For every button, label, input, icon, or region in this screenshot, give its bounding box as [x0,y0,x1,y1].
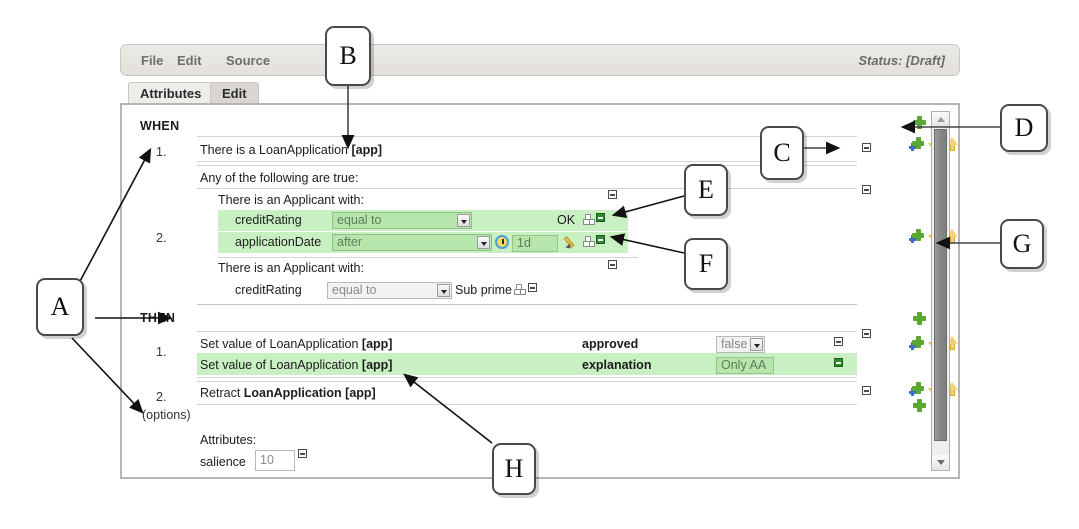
remove-pattern-1-button[interactable] [862,143,871,152]
chevron-down-icon [750,338,763,351]
add-below-pattern-1-button[interactable] [909,137,924,151]
constraint-2-field: applicationDate [235,235,322,249]
tab-attributes[interactable]: Attributes [128,82,214,104]
action-1-value-select[interactable]: false [716,336,765,353]
annotation-callout-f: F [684,238,728,290]
action-2-label: Set value of LoanApplication [200,358,362,372]
remove-attribute-button[interactable] [298,449,307,458]
add-below-action-1-button[interactable] [909,336,924,350]
when-row-number-1: 1. [156,145,167,159]
action-3-binding: LoanApplication [app] [243,386,376,400]
action-1-field: approved [582,337,639,351]
constraint-3-operator-value: equal to [332,283,377,297]
add-attribute-button[interactable] [913,399,926,412]
menu-item-source[interactable]: Source [226,53,271,68]
group-2-header: There is an Applicant with: [218,261,364,275]
chevron-down-icon [477,236,490,249]
action-1-label: Set value of LoanApplication [200,337,362,351]
composite-label: Any of the following are true: [200,171,359,185]
constraint-1-operator-select[interactable]: equal to [332,212,472,229]
action-1-text: Set value of LoanApplication [app] [200,337,392,351]
then-row-number-1: 1. [156,345,167,359]
remove-constraint-3-button[interactable] [528,283,537,292]
action-1-value: false [721,337,748,351]
when-pattern-1-binding: [app] [351,143,383,157]
group-1-header: There is an Applicant with: [218,193,364,207]
when-row-number-2: 2. [156,231,167,245]
remove-composite-button[interactable] [862,185,871,194]
action-1-binding: [app] [361,337,393,351]
vertical-scrollbar[interactable] [931,111,950,471]
move-up-action-3-button[interactable] [946,382,959,396]
tab-edit[interactable]: Edit [210,82,259,104]
then-row-number-2: 2. [156,390,167,404]
action-2-value-input[interactable]: Only AA [716,357,774,374]
status-badge: Status: [Draft] [858,53,945,68]
constraint-3-field: creditRating [235,283,302,297]
action-2-text: Set value of LoanApplication [app] [200,358,392,372]
constraint-3-operator-select[interactable]: equal to [327,282,452,299]
constraint-1-value: OK [557,213,576,227]
clock-icon[interactable] [495,235,509,249]
menu-item-file[interactable]: File [141,53,164,68]
remove-constraint-2-button[interactable] [596,235,605,244]
when-pattern-1-text: There is a LoanApplication [200,143,352,157]
scroll-down-icon[interactable] [932,455,949,470]
action-3-text: Retract LoanApplication [app] [200,386,376,400]
widget-icon[interactable] [514,284,526,295]
remove-action-3-button[interactable] [862,386,871,395]
when-pattern-1: There is a LoanApplication [app] [200,143,382,157]
attribute-value-salience[interactable]: 10 [255,450,295,471]
attributes-title: Attributes: [200,433,257,447]
scroll-up-icon[interactable] [932,112,949,127]
action-3-label: Retract [200,386,244,400]
widget-icon[interactable] [583,236,595,247]
add-below-action-3-button[interactable] [909,382,924,396]
constraint-1-operator-value: equal to [337,213,382,227]
move-up-action-1-button[interactable] [946,336,959,350]
remove-group-2-button[interactable] [608,260,617,269]
rule-editor-window: File Edit Source Status: [Draft] Attribu… [120,44,960,479]
action-row-2 [197,353,857,375]
move-up-pattern-1-button[interactable] [946,137,959,151]
remove-group-1-button[interactable] [608,190,617,199]
annotation-callout-b: B [325,26,371,86]
add-pattern-button[interactable] [913,116,926,129]
constraint-2-value-input[interactable]: 1d [512,235,558,252]
action-2-binding: [app] [361,358,393,372]
rule-editor-panel: WHEN 1. 2. There is a LoanApplication [a… [120,103,960,479]
pencil-icon[interactable] [563,235,579,251]
constraint-3-value: Sub prime [455,283,512,297]
chevron-down-icon [437,284,450,297]
options-label: (options) [142,408,191,422]
remove-constraint-1-button[interactable] [596,213,605,222]
remove-then-group-button[interactable] [862,329,871,338]
annotation-callout-a: A [36,278,84,336]
annotation-callout-c: C [760,126,804,180]
annotation-callout-d: D [1000,104,1048,152]
attribute-name-salience: salience [200,455,246,469]
annotation-callout-e: E [684,164,728,216]
scrollbar-thumb[interactable] [934,129,947,441]
add-below-pattern-2-button[interactable] [909,229,924,243]
add-action-button[interactable] [913,312,926,325]
annotation-callout-g: G [1000,219,1044,269]
action-2-field: explanation [582,358,652,372]
constraint-1-field: creditRating [235,213,302,227]
annotation-callout-h: H [492,443,536,495]
remove-action-2-button[interactable] [834,358,843,367]
constraint-2-operator-select[interactable]: after [332,234,492,251]
menu-item-edit[interactable]: Edit [177,53,202,68]
then-section-label: THEN [140,311,176,325]
remove-action-1-button[interactable] [834,337,843,346]
widget-icon[interactable] [583,214,595,225]
when-section-label: WHEN [140,119,180,133]
constraint-2-operator-value: after [337,235,363,249]
menu-bar: File Edit Source Status: [Draft] [120,44,960,76]
chevron-down-icon [457,214,470,227]
